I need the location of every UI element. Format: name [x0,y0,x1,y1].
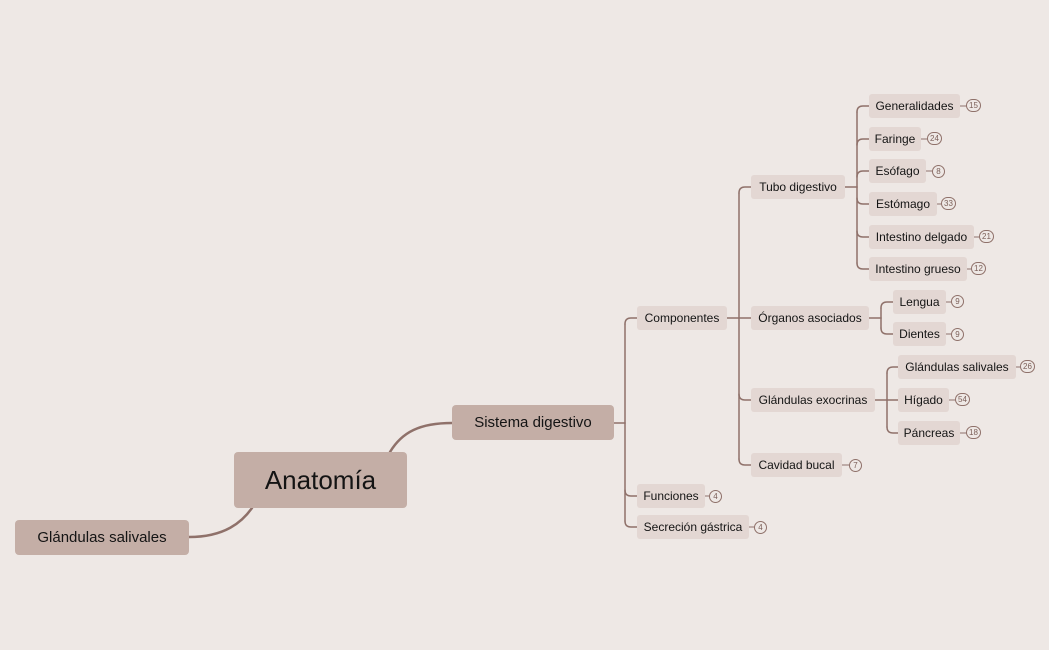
link-componentes-child-3 [738,458,752,466]
topic-generalidades[interactable]: Generalidades [869,94,960,118]
link-tubo-child-0 [856,105,870,113]
topic-pancreas[interactable]: Páncreas [898,421,960,445]
topic-estomago[interactable]: Estómago [869,192,937,216]
link-floating-root [187,506,254,539]
link-glandulas-child-0 [886,366,899,374]
link-sistema-child-1 [624,489,638,497]
link-tubo-child-2 [856,170,870,178]
count-badge-generalidades[interactable]: 15 [966,99,981,112]
link-organos-child-1 [880,327,894,335]
count-badge-estomago[interactable]: 33 [941,197,956,210]
topic-tubo-digestivo[interactable]: Tubo digestivo [751,175,845,199]
topic-componentes[interactable]: Componentes [637,306,727,330]
count-badge-esofago[interactable]: 8 [932,165,945,178]
topic-dientes[interactable]: Dientes [893,322,946,346]
topic-cavidad-bucal[interactable]: Cavidad bucal [751,453,842,477]
link-componentes-child-2 [738,393,752,401]
topic-organos-asociados[interactable]: Órganos asociados [751,306,869,330]
topic-secrecion-gastrica[interactable]: Secreción gástrica [637,515,749,539]
topic-funciones[interactable]: Funciones [637,484,705,508]
topic-faringe[interactable]: Faringe [869,127,921,151]
count-badge-intestino-delgado[interactable]: 21 [979,230,994,243]
count-badge-glandulas-salivales[interactable]: 26 [1020,360,1035,373]
link-tubo-child-5 [856,262,870,270]
topic-glandulas-exocrinas[interactable]: Glándulas exocrinas [751,388,875,412]
topic-higado[interactable]: Hígado [898,388,949,412]
count-badge-funciones[interactable]: 4 [709,490,722,503]
topic-lengua[interactable]: Lengua [893,290,946,314]
topic-intestino-grueso[interactable]: Intestino grueso [869,257,967,281]
link-tubo-child-4 [856,230,870,238]
floating-topic-glandulas-salivales[interactable]: Glándulas salivales [15,520,189,555]
count-badge-dientes[interactable]: 9 [951,328,964,341]
topic-glandulas-salivales-sub[interactable]: Glándulas salivales [898,355,1016,379]
count-badge-cavidad-bucal[interactable]: 7 [849,459,862,472]
link-tubo-child-1 [856,138,870,146]
link-sistema-child-0 [624,317,638,325]
count-badge-faringe[interactable]: 24 [927,132,942,145]
link-root-sistema [388,421,454,454]
count-badge-intestino-grueso[interactable]: 12 [971,262,986,275]
link-sistema-child-2 [624,520,638,528]
link-componentes-child-0 [738,186,752,194]
count-badge-secrecion-gastrica[interactable]: 4 [754,521,767,534]
topic-esofago[interactable]: Esófago [869,159,926,183]
count-badge-lengua[interactable]: 9 [951,295,964,308]
topic-intestino-delgado[interactable]: Intestino delgado [869,225,974,249]
root-topic-anatomia[interactable]: Anatomía [234,452,407,508]
link-glandulas-child-2 [886,426,899,434]
count-badge-pancreas[interactable]: 18 [966,426,981,439]
topic-sistema-digestivo[interactable]: Sistema digestivo [452,405,614,440]
count-badge-higado[interactable]: 54 [955,393,970,406]
link-organos-child-0 [880,301,894,309]
link-tubo-child-3 [856,197,870,205]
